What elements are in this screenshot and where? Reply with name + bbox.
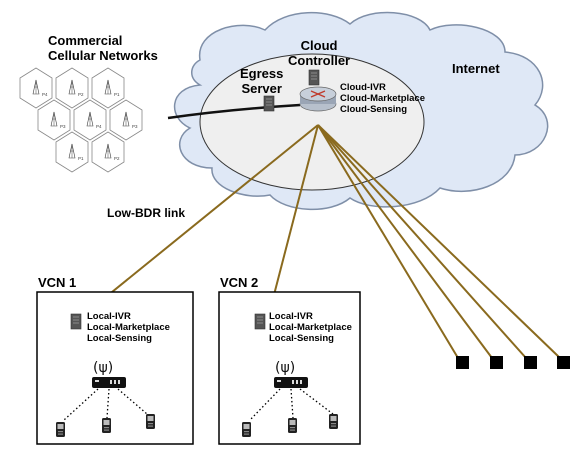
vcn2-services-list: Local-IVR Local-Marketplace Local-Sensin… (269, 311, 352, 344)
cloud-services-list: Cloud-IVR Cloud-Marketplace Cloud-Sensin… (340, 82, 425, 115)
cloud-service-item: Cloud-Marketplace (340, 93, 425, 104)
router-icon (299, 86, 337, 112)
local-service-item: Local-Sensing (87, 333, 152, 344)
mobile-phone-icon (102, 418, 111, 433)
more-vcns-ellipsis (456, 356, 570, 369)
mobile-phone-icon (329, 414, 338, 429)
cell-label: P1 (114, 92, 120, 97)
cell-label: P2 (78, 92, 84, 97)
cellular-title-line2: Cellular Networks (48, 48, 158, 63)
link-vcn1 (79, 124, 319, 319)
vcn2-title: VCN 2 (220, 275, 259, 290)
internet-label: Internet (452, 61, 500, 76)
local-service-item: Local-Marketplace (87, 322, 170, 333)
egress-line1: Egress (240, 66, 284, 81)
vcn1-box (36, 291, 194, 445)
cloud-controller-label: Cloud Controller (288, 38, 350, 68)
cloud-controller-zone (199, 53, 425, 191)
local-service-item: Local-IVR (87, 311, 131, 322)
cell-label: P4 (96, 124, 102, 129)
cloud-controller-line1: Cloud (300, 38, 338, 53)
svg-text:(ψ): (ψ) (93, 360, 113, 376)
wifi-access-point-icon: (ψ) (92, 360, 126, 388)
svg-text:(ψ): (ψ) (275, 360, 295, 376)
mobile-phone-icon (56, 422, 65, 437)
mobile-phone-icon (146, 414, 155, 429)
wifi-access-point-icon: (ψ) (274, 360, 308, 388)
link-3 (317, 124, 459, 359)
server-icon (70, 313, 82, 330)
mobile-phone-icon (288, 418, 297, 433)
cell-label: P4 (42, 92, 48, 97)
vcn1-title: VCN 1 (38, 275, 77, 290)
local-service-item: Local-IVR (269, 311, 313, 322)
egress-link (167, 103, 301, 120)
link-4 (317, 124, 493, 359)
cellular-title-line1: Commercial (48, 33, 123, 48)
link-vcn2 (267, 124, 319, 319)
link-5 (317, 124, 527, 359)
low-bdr-link-label: Low-BDR link (107, 206, 185, 220)
cloud-service-item: Cloud-Sensing (340, 104, 408, 115)
cell-label: P2 (114, 156, 120, 161)
link-6 (317, 124, 561, 359)
cell-label: P3 (60, 124, 66, 129)
cellular-title: Commercial Cellular Networks (48, 33, 158, 63)
cell-label: P3 (132, 124, 138, 129)
cell-label: P1 (78, 156, 84, 161)
server-icon (263, 95, 275, 112)
cloud-service-item: Cloud-IVR (340, 82, 386, 93)
local-service-item: Local-Marketplace (269, 322, 352, 333)
mobile-phone-icon (242, 422, 251, 437)
cell-labels: P4 P2 P1 P3 P4 P3 P1 P2 (42, 92, 138, 161)
server-icon (308, 69, 320, 86)
low-bdr-links (79, 124, 561, 359)
cloud-controller-line2: Controller (288, 53, 351, 68)
vcn1-services-list: Local-IVR Local-Marketplace Local-Sensin… (87, 311, 170, 344)
egress-line2: Server (241, 81, 282, 96)
egress-server-label: Egress Server (240, 66, 283, 96)
server-icon (254, 313, 266, 330)
local-service-item: Local-Sensing (269, 333, 334, 344)
